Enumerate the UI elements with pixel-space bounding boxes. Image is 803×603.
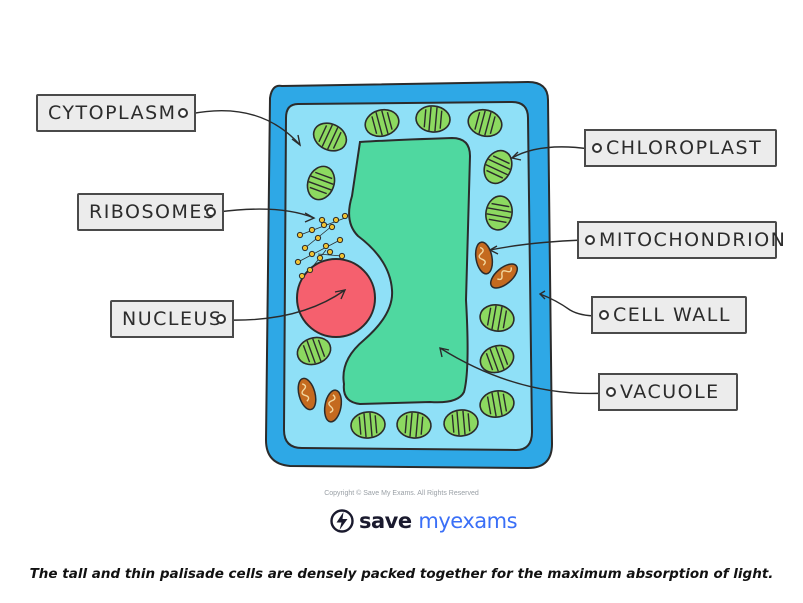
label-cytoplasm: CYTOPLASM	[36, 94, 196, 132]
label-vacuole: VACUOLE	[598, 373, 738, 411]
mitochondrion-pointer	[489, 239, 584, 251]
label-chloroplast: CHLOROPLAST	[584, 129, 777, 167]
label-mitochondrion: MITOCHONDRION	[577, 221, 785, 259]
mitochondrion-arrowhead	[488, 245, 499, 255]
chloroplast-arrowhead	[510, 151, 522, 161]
ribosomes-pointer	[217, 208, 315, 219]
label-cell-wall-text: CELL WALL	[613, 304, 731, 326]
label-ribosomes-text: RIBOSOMES	[89, 201, 217, 223]
ribosomes-arrowhead	[304, 212, 316, 223]
label-nucleus-text: NUCLEUS	[122, 308, 223, 330]
cytoplasm-pointer	[189, 109, 301, 146]
tag-hole-icon	[592, 143, 602, 153]
label-ribosomes: RIBOSOMES	[77, 193, 224, 231]
tag-hole-icon	[178, 108, 188, 118]
ribosomes	[294, 212, 349, 280]
leader-lines	[189, 109, 606, 395]
cell-wall-arrowhead	[538, 290, 546, 300]
tag-hole-icon	[599, 310, 609, 320]
figure-caption: The tall and thin palisade cells are den…	[29, 566, 774, 582]
label-vacuole-text: VACUOLE	[620, 381, 720, 403]
tag-hole-icon	[585, 235, 595, 245]
vacuole-pointer	[439, 347, 606, 395]
cell-wall-pointer	[539, 293, 599, 317]
nucleus-pointer	[226, 289, 346, 321]
label-chloroplast-text: CHLOROPLAST	[606, 137, 763, 159]
tag-hole-icon	[206, 207, 216, 217]
chloroplast-pointer	[511, 146, 591, 159]
vacuole-arrowhead	[439, 347, 450, 358]
logo-wordmark: save myexams	[359, 509, 518, 533]
nucleus-arrowhead	[334, 289, 347, 300]
save-my-exams-logo: save myexams	[330, 506, 518, 536]
nucleus	[296, 258, 376, 338]
label-mitochondrion-text: MITOCHONDRION	[599, 229, 787, 251]
vacuole	[342, 136, 472, 406]
lightning-bolt-icon	[330, 509, 354, 533]
label-nucleus: NUCLEUS	[110, 300, 234, 338]
tag-hole-icon	[606, 387, 616, 397]
copyright-notice: Copyright © Save My Exams. All Rights Re…	[324, 490, 479, 497]
cytoplasm-arrowhead	[291, 134, 302, 147]
tag-hole-icon	[216, 314, 226, 324]
label-cytoplasm-text: CYTOPLASM	[48, 102, 177, 124]
label-cell-wall: CELL WALL	[591, 296, 747, 334]
